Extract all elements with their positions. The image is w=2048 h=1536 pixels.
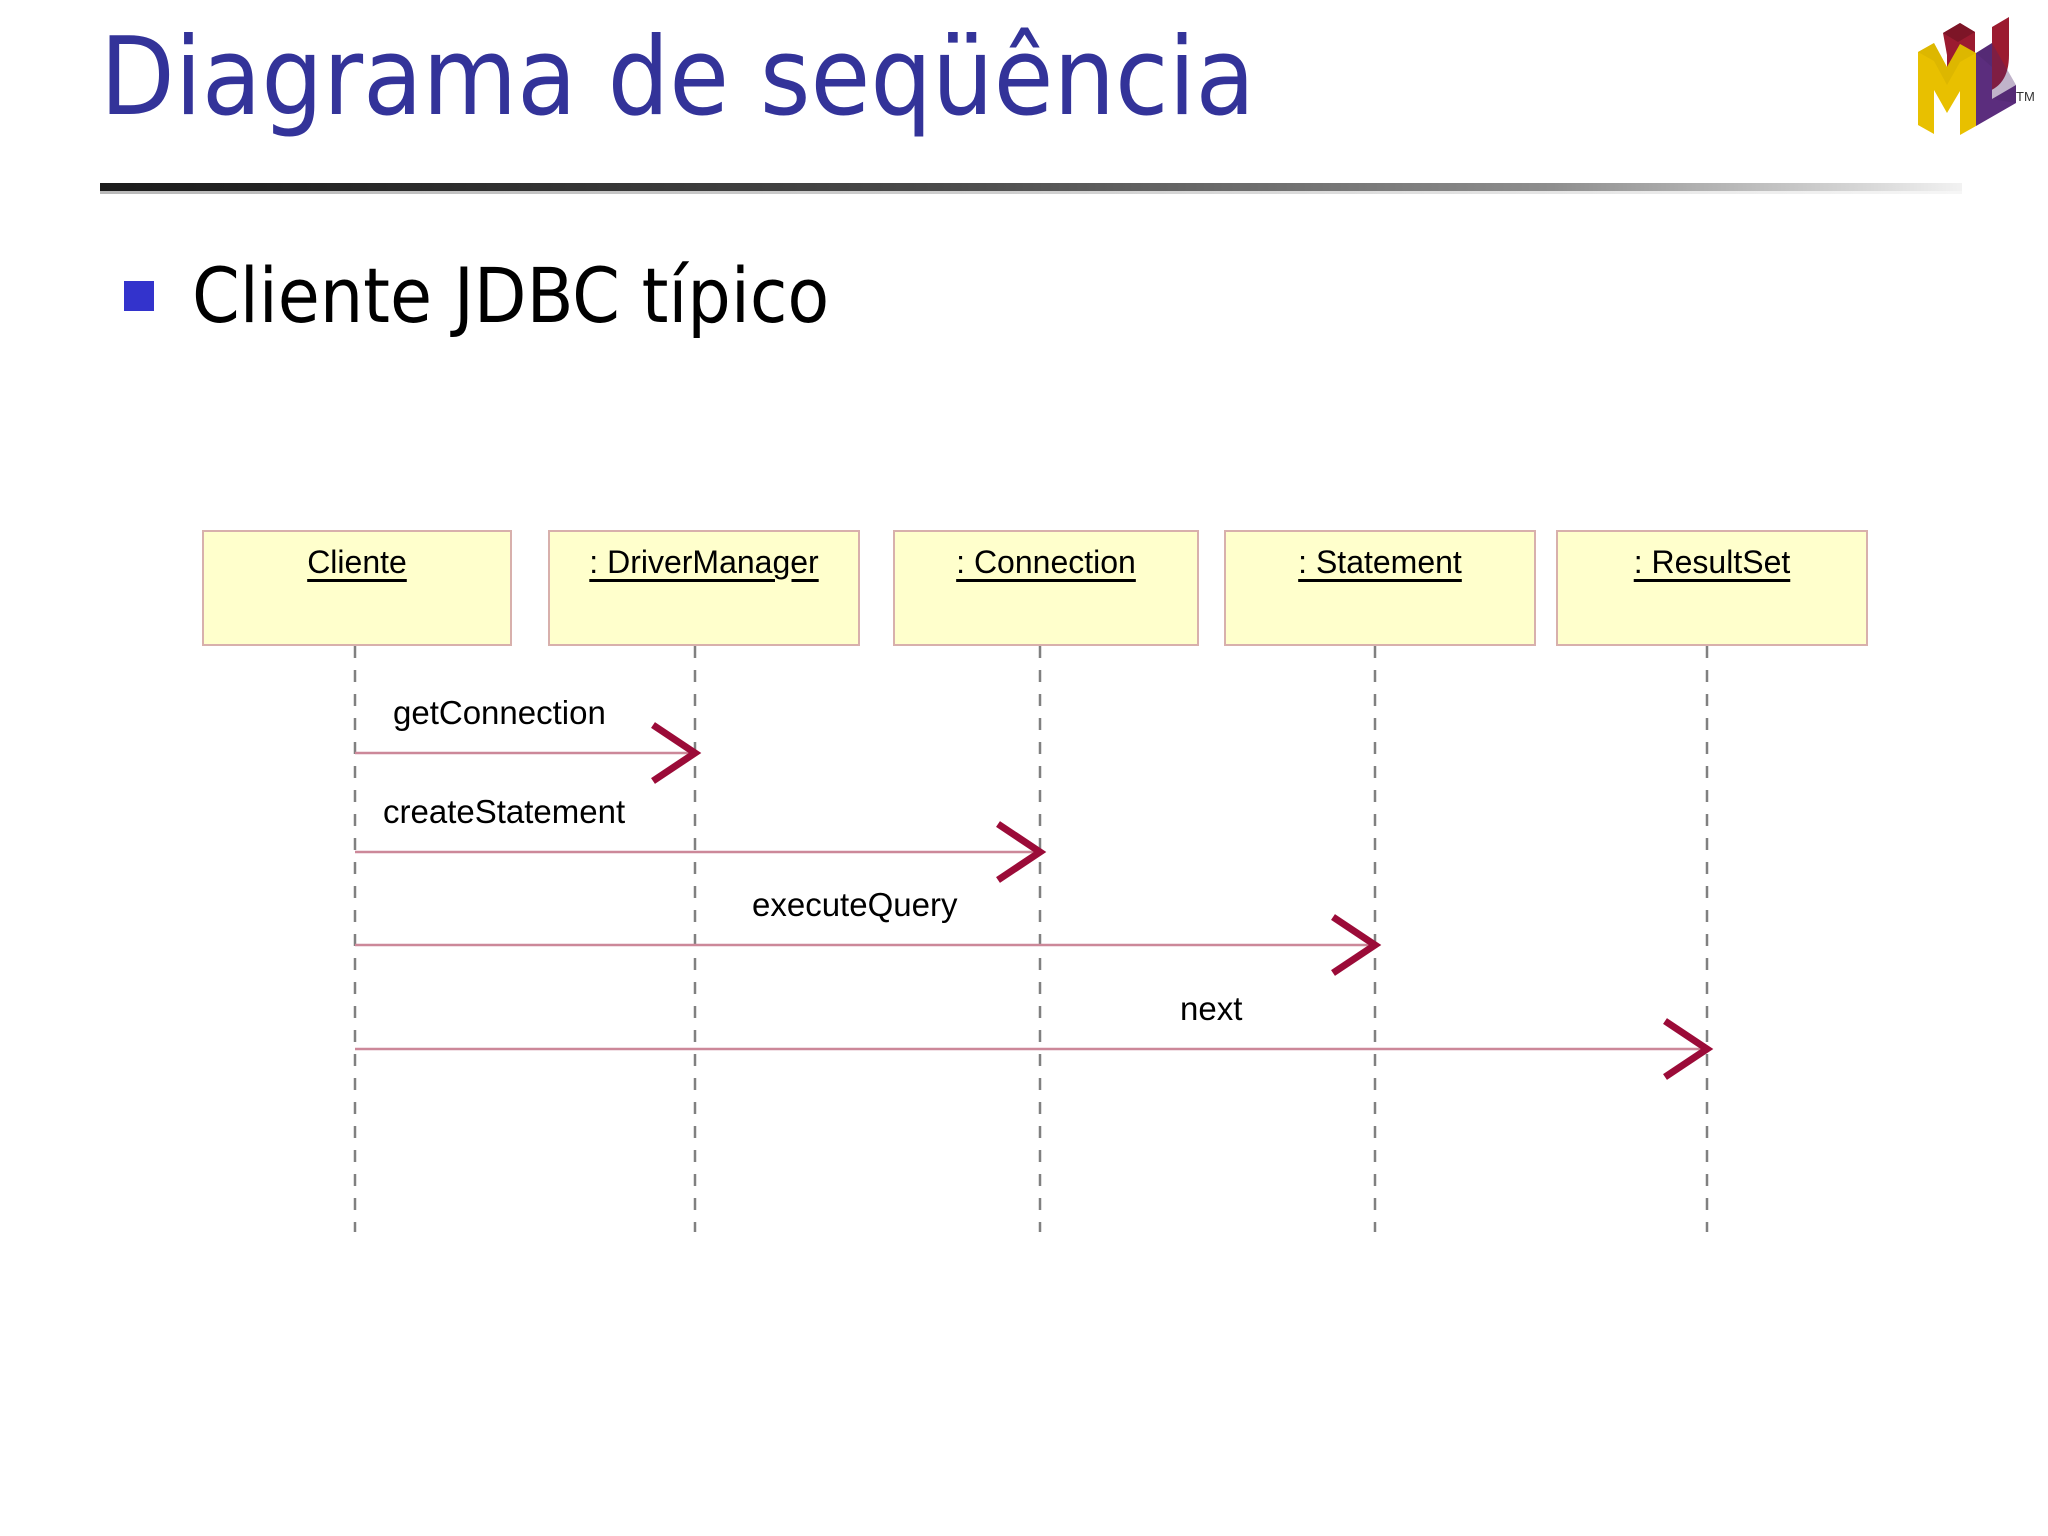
- participant-box-statement[interactable]: : Statement: [1224, 530, 1536, 646]
- title-separator-highlight: [100, 191, 1962, 194]
- title-separator-bar: [100, 183, 1962, 191]
- uml-logo-tm: TM: [2016, 89, 2035, 104]
- participant-label-drivermanager: : DriverManager: [589, 544, 819, 580]
- message-label-executeQuery: executeQuery: [752, 886, 958, 923]
- bullet-text: Cliente JDBC típico: [192, 251, 830, 340]
- page-title: Diagrama de seqüência: [100, 15, 1255, 140]
- bullet-marker-icon: [124, 281, 154, 311]
- uml-logo-svg: TM: [1918, 17, 2035, 135]
- participant-box-connection[interactable]: : Connection: [893, 530, 1199, 646]
- uml-logo-m: [1918, 43, 1976, 135]
- message-label-next: next: [1180, 990, 1243, 1027]
- uml-logo-l: [1976, 43, 2016, 126]
- message-arrowhead-2: [1331, 914, 1382, 976]
- uml-logo-u-top: [1943, 23, 1975, 42]
- participant-box-resultset[interactable]: : ResultSet: [1556, 530, 1868, 646]
- message-label-getConnection: getConnection: [393, 694, 606, 731]
- bullet-row: Cliente JDBC típico: [124, 248, 829, 344]
- participant-box-drivermanager[interactable]: : DriverManager: [548, 530, 860, 646]
- message-arrowhead-1: [996, 821, 1047, 883]
- participant-label-resultset: : ResultSet: [1633, 544, 1791, 580]
- message-arrowhead-3: [1663, 1018, 1714, 1080]
- uml-logo-m-top: [1918, 43, 1976, 85]
- message-label-createStatement: createStatement: [383, 793, 626, 830]
- messages-layer: [355, 722, 1714, 1080]
- message-arrowhead-0: [651, 722, 702, 784]
- uml-logo: TM: [1885, 5, 2035, 145]
- participant-label-connection: : Connection: [956, 544, 1136, 580]
- participant-label-statement: : Statement: [1298, 544, 1462, 580]
- participant-box-cliente[interactable]: Cliente: [202, 530, 512, 646]
- uml-logo-l-shade: [1976, 43, 2016, 103]
- lifelines-layer: [353, 646, 1709, 1232]
- participant-label-cliente: Cliente: [307, 544, 407, 580]
